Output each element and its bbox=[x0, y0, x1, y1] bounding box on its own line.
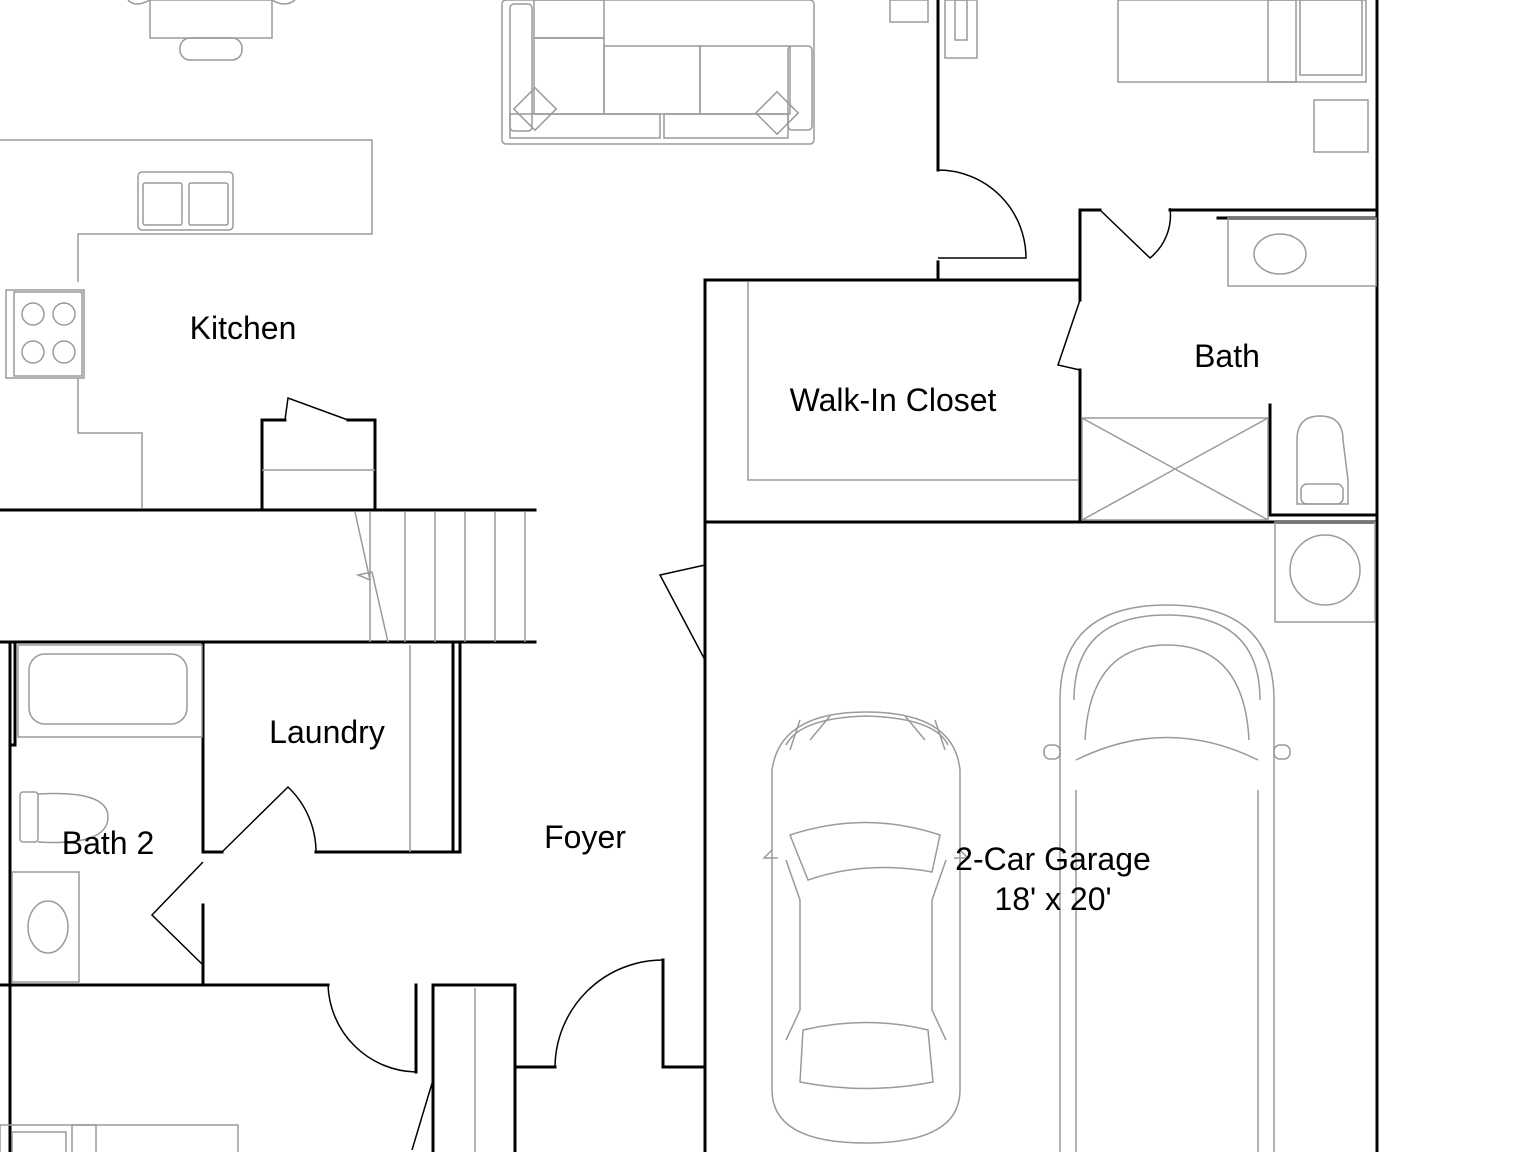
coat-closet-door bbox=[411, 1079, 434, 1151]
bedroom-door-swing bbox=[937, 169, 1027, 259]
doors bbox=[150, 169, 1172, 1151]
bath-label: Bath bbox=[1194, 338, 1260, 374]
suv-icon bbox=[1043, 604, 1291, 1152]
bath2-fixtures bbox=[11, 644, 203, 983]
bath2-door-swing bbox=[150, 861, 204, 966]
garage-size-label: 18' x 20' bbox=[994, 881, 1111, 917]
bedroom2-bed-icon bbox=[0, 1124, 239, 1152]
sofa-icon bbox=[501, 0, 815, 145]
bed-icon bbox=[889, 0, 1369, 153]
foyer-label: Foyer bbox=[544, 819, 626, 855]
laundry-door-swing bbox=[221, 785, 317, 853]
walls bbox=[0, 0, 1379, 1152]
bedroom2-door-swing bbox=[327, 984, 417, 1073]
laundry-label: Laundry bbox=[269, 714, 385, 750]
closet-door bbox=[1057, 299, 1081, 371]
bath-2-label: Bath 2 bbox=[62, 825, 155, 861]
dining-table-icon bbox=[127, 0, 296, 61]
kitchen-label: Kitchen bbox=[190, 310, 297, 346]
front-door-swing bbox=[554, 959, 664, 1068]
water-heater-icon bbox=[1274, 521, 1376, 623]
garage-door-swing bbox=[658, 564, 706, 661]
closet-shelf bbox=[747, 282, 1078, 481]
toilet-2-icon bbox=[19, 791, 39, 843]
fixtures bbox=[0, 0, 1377, 1152]
bath-door-swing bbox=[1099, 207, 1172, 259]
walk-in-closet-label: Walk-In Closet bbox=[790, 382, 997, 418]
garage-label: 2-Car Garage bbox=[955, 841, 1151, 877]
bathtub-icon bbox=[28, 653, 188, 725]
kitchen-counter-icon bbox=[0, 139, 375, 508]
sink-2-icon bbox=[27, 900, 69, 954]
toilet-icon bbox=[1296, 415, 1349, 505]
pantry-door bbox=[284, 396, 349, 421]
master-bath-fixtures bbox=[1081, 217, 1377, 521]
stairs-icon bbox=[354, 511, 526, 643]
shower-icon bbox=[1081, 417, 1269, 521]
car-icon bbox=[762, 711, 970, 1144]
sink-icon bbox=[1253, 233, 1307, 275]
room-labels: Kitchen Walk-In Closet Bath Laundry Bath… bbox=[62, 310, 1260, 917]
